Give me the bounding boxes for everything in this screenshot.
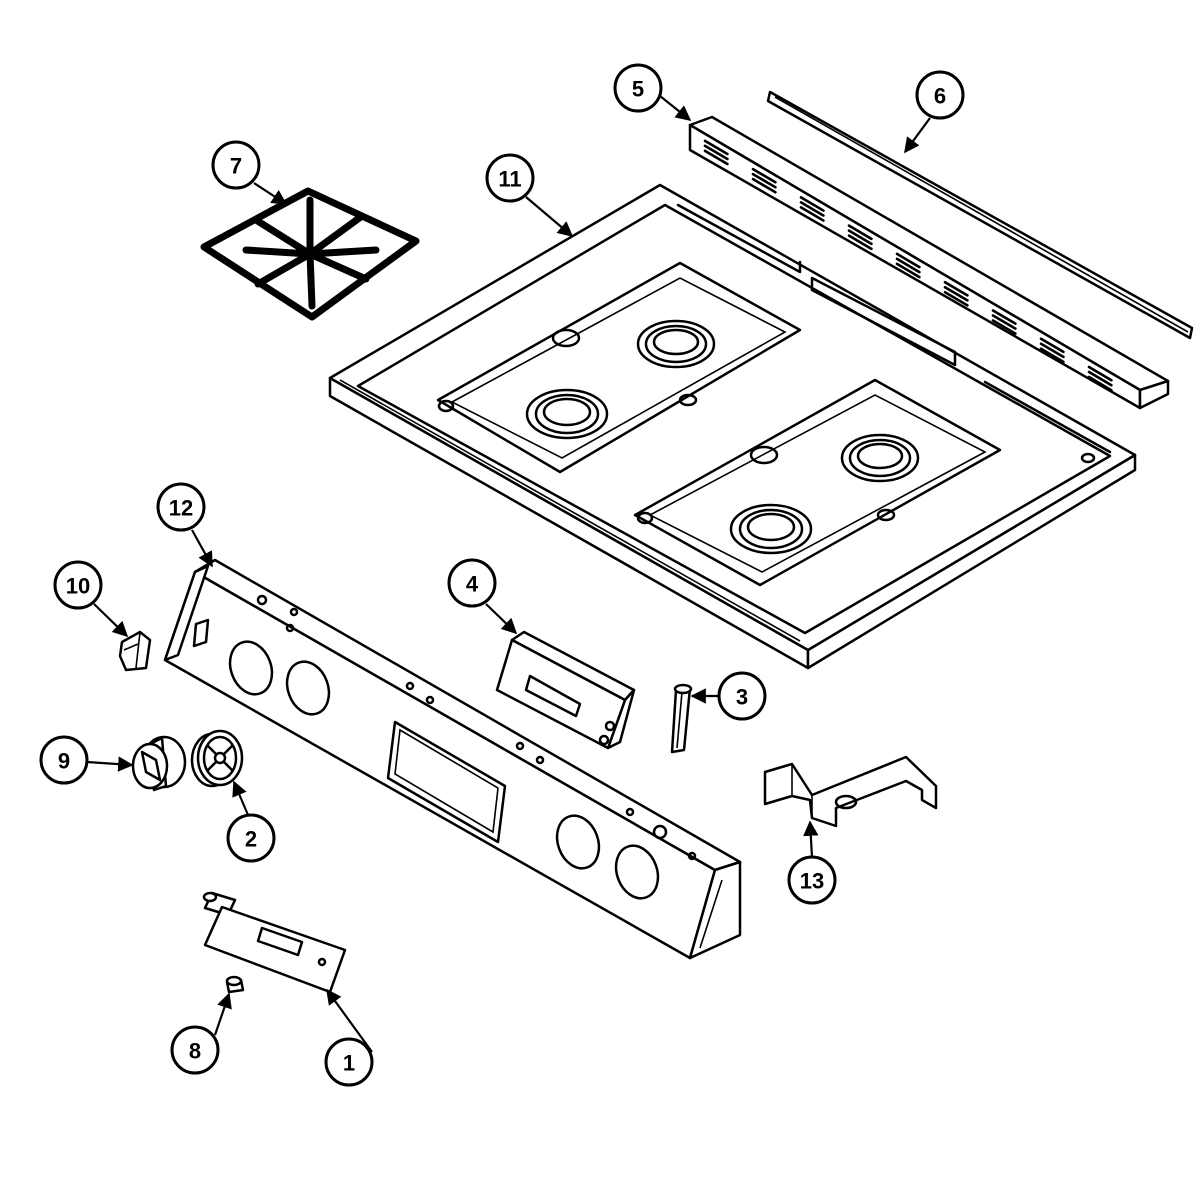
callout-number: 1 — [343, 1051, 355, 1076]
callout-number: 11 — [498, 167, 521, 192]
vent-slot — [991, 319, 1017, 335]
callout-4: 4 — [447, 558, 497, 608]
vent-slot — [1039, 337, 1065, 354]
vent-slot — [847, 224, 873, 241]
control-bracket — [495, 630, 636, 750]
plug — [225, 975, 245, 994]
pin — [670, 683, 693, 754]
vent-slot — [703, 149, 729, 166]
callout-number: 2 — [245, 827, 257, 852]
vent-slot — [751, 172, 777, 189]
vent-slot — [799, 196, 825, 212]
control-panel-knob-hole — [285, 660, 331, 716]
vent-slots — [703, 139, 1113, 392]
leader-arrow — [86, 756, 134, 772]
vent-slot — [1039, 342, 1065, 359]
callout-3: 3 — [717, 671, 767, 721]
vent-slot — [847, 229, 873, 246]
leader-arrow — [904, 117, 931, 154]
vent-slot — [991, 314, 1017, 330]
clip — [118, 630, 152, 672]
burner-opening-right-front — [729, 503, 813, 555]
leader-arrow — [485, 603, 518, 635]
knob — [131, 735, 187, 792]
callout-6: 6 — [915, 70, 965, 120]
vent-slot — [895, 252, 921, 269]
control-panel-knob-hole — [614, 844, 660, 900]
leader-arrows — [86, 95, 931, 1053]
backguard-vent — [688, 115, 1170, 410]
control-panel-knob-hole — [228, 640, 274, 696]
leader-arrow — [93, 603, 129, 638]
bezel — [190, 729, 244, 788]
burner-well-right — [633, 378, 1096, 587]
burner-opening-right-rear — [840, 433, 920, 483]
leader-arrow — [525, 196, 574, 237]
vent-slot — [1087, 365, 1113, 382]
callout-8: 8 — [170, 1025, 220, 1075]
callout-5: 5 — [613, 63, 663, 113]
control-panel-knob-hole — [555, 814, 601, 870]
callout-number: 8 — [189, 1039, 201, 1064]
burner-opening-left-front — [525, 388, 609, 440]
vent-slot — [943, 290, 969, 307]
callout-number: 5 — [632, 77, 644, 102]
control-panel — [163, 558, 742, 960]
callout-10: 10 — [53, 560, 103, 610]
callout-1: 1 — [324, 1037, 374, 1087]
leader-arrow — [191, 529, 213, 568]
vent-slot — [751, 167, 777, 184]
callout-number: 3 — [736, 685, 748, 710]
callout-number: 12 — [169, 496, 193, 521]
vent-slot — [991, 309, 1017, 325]
vent-slot — [703, 139, 729, 156]
vent-slot — [847, 234, 873, 251]
callout-number: 6 — [934, 84, 946, 109]
leader-arrow — [213, 992, 232, 1036]
vent-slot — [751, 177, 777, 194]
trim-strip — [766, 90, 1194, 340]
callout-12: 12 — [156, 482, 206, 532]
leader-arrow — [326, 988, 373, 1053]
switch-plate — [202, 891, 347, 994]
callout-7: 7 — [211, 140, 261, 190]
leader-arrow — [253, 182, 288, 205]
control-panel-window — [386, 720, 507, 844]
callout-number: 7 — [230, 154, 242, 179]
leader-arrow — [803, 820, 819, 858]
vent-slot — [1087, 370, 1113, 387]
callout-number: 9 — [58, 749, 70, 774]
cooktop — [328, 183, 1137, 670]
burner-well-left — [436, 261, 802, 474]
callout-9: 9 — [39, 735, 89, 785]
vent-slot — [1087, 375, 1113, 392]
vent-slot — [943, 280, 969, 297]
burner-opening-left-rear — [636, 319, 716, 369]
callout-2: 2 — [226, 813, 276, 863]
vent-slot — [703, 144, 729, 161]
vent-slot — [895, 262, 921, 279]
vent-slot — [1039, 347, 1065, 364]
callout-number: 10 — [66, 574, 90, 599]
vent-slot — [895, 257, 921, 274]
callout-11: 11 — [485, 153, 535, 203]
mounting-bracket — [763, 755, 938, 828]
vent-slot — [799, 206, 825, 222]
callout-number: 13 — [800, 869, 824, 894]
callout-13: 13 — [787, 855, 837, 905]
leader-arrow — [659, 95, 692, 121]
burner-grate — [200, 187, 420, 321]
callout-number: 4 — [466, 572, 479, 597]
leader-arrow — [232, 780, 250, 816]
vent-slot — [799, 201, 825, 217]
vent-slot — [943, 285, 969, 302]
